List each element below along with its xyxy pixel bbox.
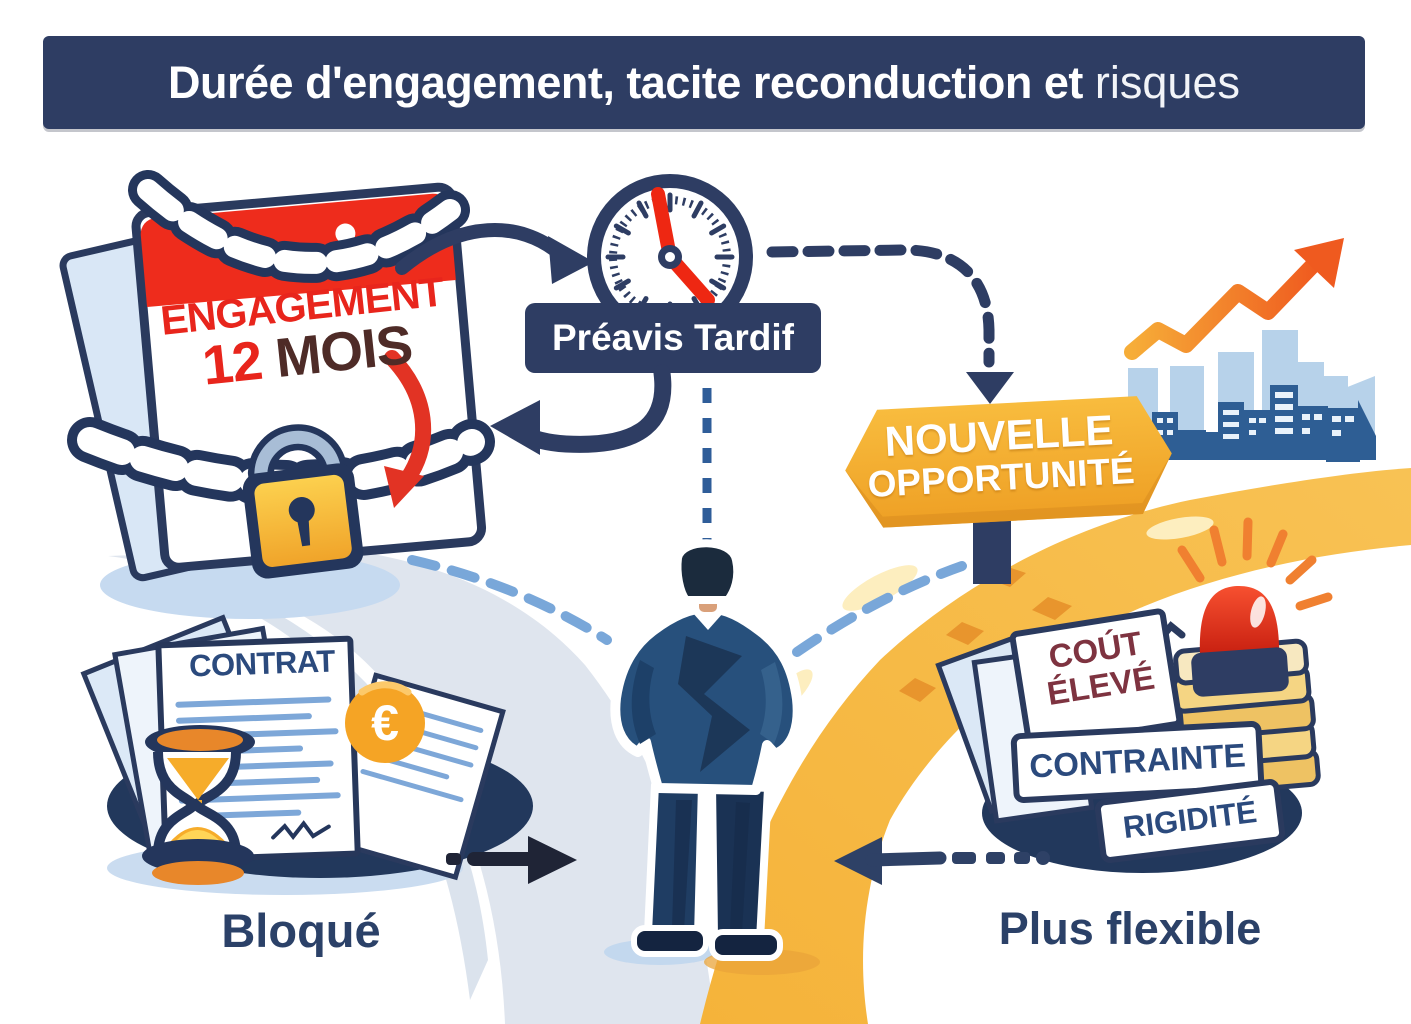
outcome-left-label: Bloqué [221, 904, 381, 957]
risk-group [935, 517, 1333, 873]
risk-card-contrainte [1010, 720, 1265, 803]
man-head [673, 539, 742, 604]
preavis-label: Préavis Tardif [552, 317, 794, 358]
man-shoe-right [709, 929, 783, 961]
curved-arrow-loop [490, 364, 672, 455]
preavis-badge [525, 303, 821, 373]
man-jacket [610, 603, 803, 795]
curved-arrow-calendar-to-clock [395, 223, 594, 284]
euro-coin-icon [345, 681, 425, 763]
engagement-number: 12 [199, 328, 265, 397]
calendar-icon [59, 170, 495, 582]
dashed-arc-right [792, 561, 967, 657]
contract-group [80, 614, 533, 895]
opportunity-label: NOUVELLE OPPORTUNITÉ [850, 406, 1150, 506]
dashed-arc-left [407, 555, 612, 645]
title-text-light: risques [1094, 56, 1240, 108]
siren-icon [1177, 517, 1333, 697]
growth-arrow-icon [1124, 238, 1344, 360]
risk-card-rigidite [1094, 779, 1286, 863]
signpost [973, 512, 1011, 584]
outcome-right-label: Plus flexible [998, 903, 1262, 954]
deadline-red-arrow-icon [384, 350, 432, 508]
man-collar [692, 612, 724, 630]
city-skyline-icon [1128, 330, 1376, 462]
dashed-arrow-to-sign [766, 244, 1014, 404]
man-figure [604, 539, 820, 975]
siren-rays [1177, 517, 1333, 611]
man-legs [644, 781, 772, 944]
signature-squiggle [271, 820, 331, 841]
city-windows [1157, 392, 1354, 439]
opportunity-sign [845, 396, 1172, 584]
padlock-icon [242, 424, 364, 579]
hourglass-icon [142, 725, 255, 885]
man-shoe-left [631, 925, 709, 957]
title-text-bold: Durée d'engagement, tacite reconduction … [168, 56, 1083, 108]
euro-symbol: € [371, 695, 399, 751]
contract-heading: CONTRAT [188, 643, 336, 684]
title-banner: Durée d'engagement, tacite reconduction … [43, 36, 1365, 129]
arrow-inward-right [834, 837, 1050, 885]
arrow-inward-left [446, 836, 577, 884]
